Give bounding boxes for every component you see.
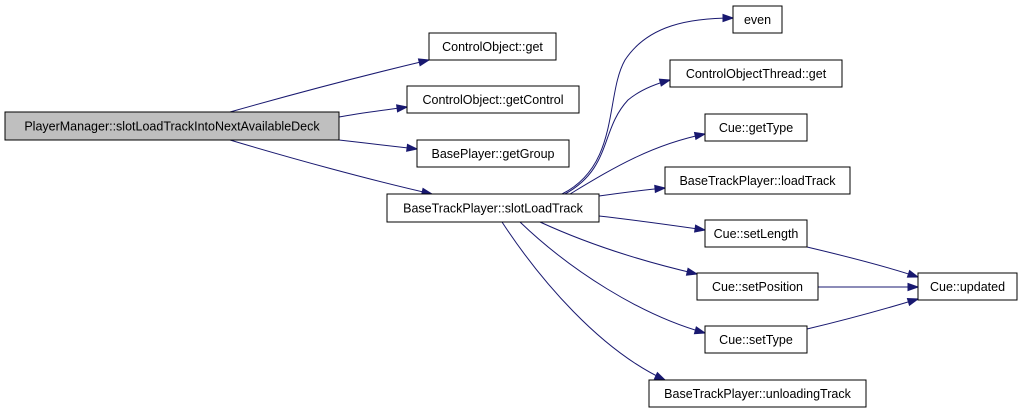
edge-line: [564, 79, 671, 195]
edge-btp_slotload-to-cue_gettype: [569, 131, 707, 195]
arrowhead-icon: [693, 326, 707, 335]
edge-line: [229, 59, 430, 113]
node-label: Cue::updated: [930, 280, 1005, 294]
edge-btp_slotload-to-cue_settype: [519, 221, 707, 335]
edge-line: [229, 139, 433, 195]
node-label: Cue::setType: [719, 333, 793, 347]
edge-root-to-bp_getgroup: [338, 139, 419, 152]
edge-root-to-co_getcontrol: [338, 104, 409, 118]
node-box: [704, 113, 808, 142]
node-co-getcontrol[interactable]: ControlObject::getControl: [406, 85, 580, 114]
node-cue-gettype[interactable]: Cue::getType: [704, 113, 808, 142]
arrowhead-icon: [907, 282, 920, 292]
node-co-get[interactable]: ControlObject::get: [428, 32, 557, 61]
edge-btp_slotload-to-btp_unloading: [501, 221, 667, 381]
arrowhead-icon: [654, 184, 667, 194]
arrowhead-icon: [658, 78, 672, 87]
node-label: Cue::getType: [719, 121, 793, 135]
edge-btp_slotload-to-even: [561, 13, 735, 195]
arrowhead-icon: [906, 298, 920, 307]
node-label: ControlObject::getControl: [422, 93, 563, 107]
edge-btp_slotload-to-cue_setlength: [598, 215, 707, 233]
arrowhead-icon: [722, 13, 735, 23]
node-box: [428, 32, 557, 61]
node-box: [732, 5, 783, 34]
node-cue-settype[interactable]: Cue::setType: [704, 325, 808, 354]
node-box: [416, 139, 570, 168]
arrowhead-icon: [653, 371, 667, 381]
node-cue-setlength[interactable]: Cue::setLength: [704, 219, 808, 248]
node-cue-setposition[interactable]: Cue::setPosition: [696, 272, 819, 301]
node-btp-slotload[interactable]: BaseTrackPlayer::slotLoadTrack: [386, 193, 600, 223]
node-btp-unloading[interactable]: BaseTrackPlayer::unloadingTrack: [648, 379, 867, 408]
node-box: [696, 272, 819, 301]
node-box: [664, 166, 851, 195]
node-label: Cue::setPosition: [712, 280, 803, 294]
node-box: [648, 379, 867, 408]
edge-line: [561, 17, 734, 195]
arrowhead-icon: [417, 58, 431, 67]
node-cue-updated[interactable]: Cue::updated: [917, 272, 1018, 301]
edge-line: [519, 221, 706, 334]
node-even[interactable]: even: [732, 5, 783, 34]
node-label: Cue::setLength: [714, 227, 799, 241]
node-box: [4, 111, 340, 141]
node-bp-getgroup[interactable]: BasePlayer::getGroup: [416, 139, 570, 168]
edge-line: [539, 221, 698, 275]
node-box: [669, 59, 843, 88]
edge-cue_setlength-to-cue_updated: [806, 246, 920, 278]
arrowhead-icon: [396, 104, 409, 113]
node-box: [406, 85, 580, 114]
node-label: BaseTrackPlayer::loadTrack: [679, 174, 836, 188]
arrowhead-icon: [406, 143, 419, 152]
edge-line: [569, 133, 706, 195]
node-box: [704, 325, 808, 354]
edge-line: [806, 246, 919, 278]
edge-btp_slotload-to-cot_get: [564, 78, 672, 195]
node-label: BaseTrackPlayer::slotLoadTrack: [403, 202, 583, 216]
arrowhead-icon: [906, 269, 920, 278]
arrowhead-icon: [693, 131, 707, 141]
node-box: [704, 219, 808, 248]
edge-root-to-btp_slotload: [229, 139, 434, 196]
edge-line: [501, 221, 666, 381]
node-box: [917, 272, 1018, 301]
edge-cue_setposition-to-cue_updated: [818, 282, 920, 292]
arrowhead-icon: [694, 224, 707, 233]
nodes-layer: PlayerManager::slotLoadTrackIntoNextAvai…: [4, 5, 1018, 408]
edge-line: [338, 139, 418, 150]
node-label: ControlObject::get: [442, 40, 543, 54]
edge-line: [598, 215, 706, 231]
node-box: [386, 193, 600, 223]
node-label: ControlObjectThread::get: [686, 67, 827, 81]
node-root[interactable]: PlayerManager::slotLoadTrackIntoNextAvai…: [4, 111, 340, 141]
edge-root-to-co_get: [229, 58, 431, 113]
node-label: even: [744, 13, 771, 27]
node-cot-get[interactable]: ControlObjectThread::get: [669, 59, 843, 88]
node-label: BaseTrackPlayer::unloadingTrack: [664, 387, 851, 401]
edge-btp_slotload-to-btp_loadtrack: [598, 184, 667, 197]
node-btp-loadtrack[interactable]: BaseTrackPlayer::loadTrack: [664, 166, 851, 195]
node-label: BasePlayer::getGroup: [432, 147, 555, 161]
edge-cue_settype-to-cue_updated: [806, 298, 920, 330]
edge-line: [806, 298, 919, 330]
node-label: PlayerManager::slotLoadTrackIntoNextAvai…: [24, 120, 320, 134]
edge-btp_slotload-to-cue_setposition: [539, 221, 699, 276]
arrowhead-icon: [685, 267, 699, 276]
